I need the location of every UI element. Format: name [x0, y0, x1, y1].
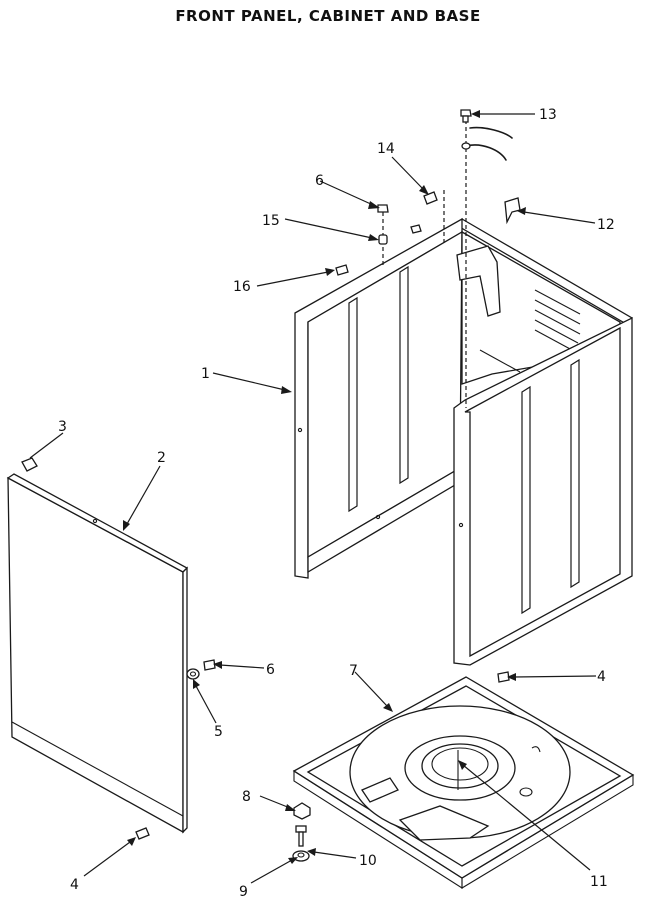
diagram-title: FRONT PANEL, CABINET AND BASE	[175, 7, 481, 25]
harness-clip	[461, 142, 471, 150]
retainer-5	[186, 668, 200, 680]
callout-12: 12	[597, 217, 615, 233]
callout-13: 13	[539, 107, 557, 123]
callout-11: 11	[590, 874, 608, 890]
callout-7: 7	[349, 663, 358, 679]
rear-vent-louvers	[534, 289, 581, 351]
cabinet-left-rib	[348, 296, 358, 513]
callout-3: 3	[58, 419, 67, 435]
callout-4-lower: 4	[70, 877, 79, 893]
cabinet-right-side-panel	[464, 326, 621, 658]
callout-6-lower: 6	[266, 662, 275, 678]
rear-brace	[479, 349, 521, 373]
callout-2: 2	[157, 450, 166, 466]
front-panel-face	[7, 476, 184, 834]
drum-bearing-ring	[421, 743, 499, 789]
cabinet	[294, 217, 633, 666]
cabinet-left-side-panel	[307, 230, 463, 559]
exhaust-duct-opening	[456, 245, 501, 317]
top-bracket-12	[504, 197, 521, 225]
screw-4-right	[497, 671, 510, 683]
base-motor-mount	[398, 805, 490, 841]
front-panel	[6, 473, 189, 834]
cabinet-right-rib	[521, 385, 531, 615]
clip-3	[21, 457, 38, 472]
nut-8	[293, 802, 311, 820]
wire-harness-lower	[465, 144, 507, 161]
hinge-pin-14	[423, 191, 438, 205]
front-panel-bottom-flange	[11, 721, 184, 817]
base	[292, 676, 635, 890]
top-screw	[460, 109, 472, 123]
leader-lines	[29, 110, 597, 884]
wire-harness-upper	[469, 126, 513, 139]
callout-14: 14	[377, 141, 395, 157]
spacer-15	[378, 234, 388, 245]
leveling-foot-9	[292, 850, 310, 862]
callout-8: 8	[242, 789, 251, 805]
screw-4-lower	[135, 827, 150, 840]
callout-numbers: 1 2 3 4 4 5 6 6 7 8 9 10 11 12 13 14 15 …	[58, 107, 615, 900]
callout-6-top: 6	[315, 173, 324, 189]
cabinet-clip	[410, 224, 422, 234]
base-bracket-left	[361, 777, 399, 803]
callout-5: 5	[214, 724, 223, 740]
cabinet-left-rib	[399, 265, 409, 485]
callout-1: 1	[201, 366, 210, 382]
leveling-bolt	[295, 825, 307, 847]
callout-9: 9	[239, 884, 248, 900]
front-panel-right-edge	[182, 566, 188, 834]
screw-6-lower	[203, 659, 216, 671]
callout-10: 10	[359, 853, 377, 869]
callout-15: 15	[262, 213, 280, 229]
callout-16: 16	[233, 279, 251, 295]
callout-4-right: 4	[597, 669, 606, 685]
cabinet-right-rib	[570, 358, 580, 589]
clip-16	[335, 264, 349, 276]
screw-6-top	[377, 204, 389, 213]
